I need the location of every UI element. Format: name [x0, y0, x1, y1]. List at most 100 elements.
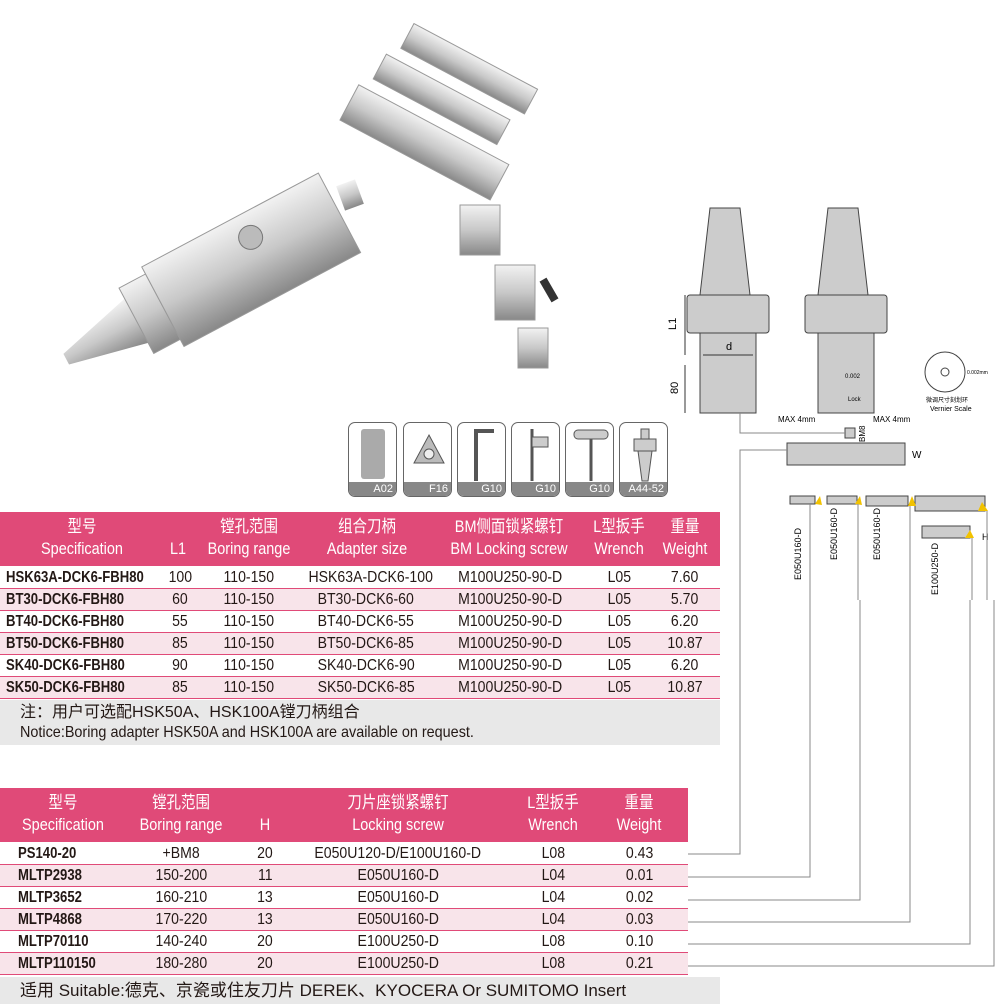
cell-text: 13 — [257, 911, 273, 928]
cell-text: E050U160-D — [357, 889, 439, 906]
cell: 13 — [240, 909, 290, 929]
cell-text: 20 — [257, 955, 273, 972]
cell-text: HSK63A-DCK6-FBH80 — [6, 569, 144, 586]
cell: E100U250-D — [292, 953, 504, 973]
cell: 140-240 — [124, 931, 238, 951]
cell: L08 — [506, 953, 600, 973]
cell-text: E050U120-D/E100U160-D — [314, 845, 482, 862]
vernier-en: Vernier Scale — [930, 406, 972, 413]
cell-text: HSK63A-DCK6-100 — [308, 569, 433, 586]
cell: 11 — [240, 865, 290, 885]
cell-text: L08 — [541, 955, 565, 972]
cell: 7.60 — [652, 567, 718, 587]
screw-label-3: E050U160-D — [872, 507, 882, 560]
cell: MLTP4868 — [18, 909, 122, 929]
cell-text: +BM8 — [162, 845, 200, 862]
cell-text: L05 — [607, 679, 631, 696]
cell-text: 13 — [257, 889, 273, 906]
cell-text: L05 — [607, 657, 631, 674]
technical-drawing: L1 d 80 0.002 Lock MAX 4mm MAX 4mm BM8 W… — [667, 207, 989, 600]
cell-text: M100U250-90-D — [457, 569, 563, 586]
cell-text: SK50-DCK6-FBH80 — [6, 679, 125, 696]
shank-icon — [633, 428, 657, 482]
cell-text: 7.60 — [671, 569, 699, 586]
cell: M100U250-90-D — [434, 567, 586, 587]
cell-text: L08 — [541, 933, 565, 950]
cell: MLTP3652 — [18, 887, 122, 907]
accessory-insert: F16 — [403, 422, 452, 497]
cell: 10.87 — [652, 677, 718, 697]
cell-text: PS140-20 — [18, 845, 77, 862]
cell-text: L05 — [607, 613, 631, 630]
cell: 110-150 — [200, 589, 298, 609]
cell: 6.20 — [652, 611, 718, 631]
cell: SK40-DCK6-90 — [300, 655, 432, 675]
cell: 20 — [240, 953, 290, 973]
screw-label-1: E050U160-D — [793, 527, 803, 580]
cell-text: 140-240 — [155, 933, 207, 950]
dim-80: 80 — [669, 382, 681, 394]
cell: MLTP110150 — [18, 953, 122, 973]
cell: 6.20 — [652, 655, 718, 675]
cell: M100U250-90-D — [434, 677, 586, 697]
cell: BT40-DCK6-FBH80 — [6, 611, 160, 631]
cell: 20 — [240, 931, 290, 951]
cell: MLTP2938 — [18, 865, 122, 885]
cell: PS140-20 — [18, 843, 122, 863]
cell: 110-150 — [200, 611, 298, 631]
cell: 0.21 — [602, 953, 678, 973]
cell: L05 — [588, 611, 650, 631]
cell: BT30-DCK6-60 — [300, 589, 432, 609]
cell: 110-150 — [200, 655, 298, 675]
cell-text: 85 — [172, 635, 188, 652]
cell-text: 6.20 — [671, 657, 699, 674]
cell: 110-150 — [200, 677, 298, 697]
cell: E050U160-D — [292, 865, 504, 885]
cell: L04 — [506, 865, 600, 885]
cell: 85 — [162, 633, 198, 653]
cell-text: 85 — [172, 679, 188, 696]
cell-text: 160-210 — [155, 889, 207, 906]
cell: L05 — [588, 567, 650, 587]
cell: BT50-DCK6-85 — [300, 633, 432, 653]
cell-text: SK40-DCK6-90 — [317, 657, 415, 674]
cell: HSK63A-DCK6-100 — [300, 567, 432, 587]
cell-text: 0.10 — [626, 933, 654, 950]
cell-text: E100U250-D — [357, 955, 439, 972]
cell: E050U160-D — [292, 909, 504, 929]
vernier-value: 0.002mm — [967, 370, 988, 376]
adapter-icon — [361, 429, 385, 479]
cell: BT30-DCK6-FBH80 — [6, 589, 160, 609]
lock-label: Lock — [848, 397, 862, 403]
dim-l1: L1 — [667, 318, 679, 330]
cell-text: L05 — [607, 569, 631, 586]
cell: MLTP70110 — [18, 931, 122, 951]
note-en: Notice:Boring adapter HSK50A and HSK100A… — [20, 724, 474, 741]
cell: 0.01 — [602, 865, 678, 885]
cell: E050U160-D — [292, 887, 504, 907]
cell-text: BT40-DCK6-55 — [317, 613, 415, 630]
cell-text: E100U250-D — [357, 933, 439, 950]
flag-wrench-icon — [530, 429, 549, 481]
cell-text: 110-150 — [223, 569, 275, 586]
cell-text: 0.02 — [626, 889, 654, 906]
cell: BT40-DCK6-55 — [300, 611, 432, 631]
hex-key-icon — [474, 429, 494, 481]
cell-text: 6.20 — [671, 613, 699, 630]
cell: 20 — [240, 843, 290, 863]
accessory-hex-key: G10 — [457, 422, 506, 497]
cell-text: BT30-DCK6-FBH80 — [6, 591, 125, 608]
cell: SK50-DCK6-85 — [300, 677, 432, 697]
cell: L08 — [506, 843, 600, 863]
h-label: H — [982, 532, 989, 542]
cell: 0.03 — [602, 909, 678, 929]
cell-text: SK40-DCK6-FBH80 — [6, 657, 125, 674]
